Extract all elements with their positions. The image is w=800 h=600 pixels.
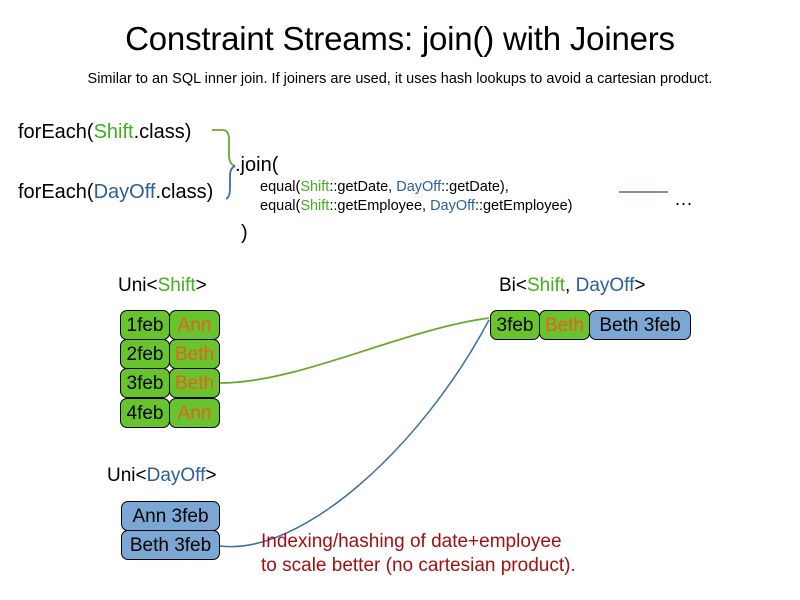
shift-fact-date: 3feb xyxy=(120,368,170,398)
wire-shift-fact-to-bi xyxy=(219,317,490,384)
code-foreach-dayoff: forEach(DayOff.class) xyxy=(18,180,213,204)
code-foreach-shift: forEach(Shift.class) xyxy=(18,120,191,144)
uni-dayoff-type: DayOff xyxy=(146,465,206,486)
dayoff-fact: Ann 3feb xyxy=(121,501,220,531)
shift-fact-employee: Beth xyxy=(169,339,220,369)
uni-shift-prefix: Uni< xyxy=(118,275,158,296)
foreach-dayoff-suffix: .class) xyxy=(155,181,214,203)
equal-employee-left-type: Shift xyxy=(300,198,330,214)
uni-dayoff-suffix: > xyxy=(205,465,217,486)
uni-dayoff-prefix: Uni< xyxy=(107,465,147,486)
equal-date-right-method: ::getDate), xyxy=(441,179,509,195)
foreach-dayoff-type: DayOff xyxy=(93,181,156,203)
label-uni-dayoff: Uni<DayOff> xyxy=(107,464,217,487)
bi-fact-dayoff: Beth 3feb xyxy=(589,310,691,340)
equal-date-right-type: DayOff xyxy=(396,179,442,195)
uni-shift-type: Shift xyxy=(157,275,196,296)
annotation-note: Indexing/hashing of date+employee to sca… xyxy=(261,530,576,578)
shift-fact-employee: Beth xyxy=(169,368,220,398)
label-uni-shift: Uni<Shift> xyxy=(118,274,207,297)
uni-shift-suffix: > xyxy=(195,275,207,296)
code-equal-employee: equal(Shift::getEmployee, DayOff::getEmp… xyxy=(260,197,572,216)
foreach-shift-suffix: .class) xyxy=(133,121,192,143)
bi-prefix: Bi< xyxy=(499,275,527,296)
foreach-dayoff-prefix: forEach( xyxy=(18,181,94,203)
wire-dayoff-to-join xyxy=(225,165,236,200)
bi-type-b: DayOff xyxy=(575,275,635,296)
shift-fact-date: 4feb xyxy=(120,398,170,428)
equal-employee-prefix: equal( xyxy=(260,198,301,214)
equal-date-left-method: ::getDate, xyxy=(329,179,397,195)
dayoff-fact: Beth 3feb xyxy=(121,530,220,560)
shift-fact-employee: Ann xyxy=(169,310,220,340)
page-subtitle: Similar to an SQL inner join. If joiners… xyxy=(87,71,713,87)
wire-dayoff-fact-to-bi xyxy=(219,319,490,548)
bi-type-a: Shift xyxy=(527,275,566,296)
foreach-shift-prefix: forEach( xyxy=(18,121,94,143)
equal-employee-right-type: DayOff xyxy=(430,198,475,214)
wire-shift-to-join xyxy=(212,129,236,167)
foreach-shift-type: Shift xyxy=(93,121,134,143)
code-equal-date: equal(Shift::getDate, DayOff::getDate), xyxy=(260,178,509,197)
page-title: Constraint Streams: join() with Joiners xyxy=(125,20,675,57)
shift-fact-employee: Ann xyxy=(169,398,220,428)
code-join-close: ) xyxy=(241,222,248,244)
shift-fact-date: 2feb xyxy=(120,339,170,369)
label-bi-stream: Bi<Shift, DayOff> xyxy=(499,274,645,297)
bi-suffix: > xyxy=(634,275,646,296)
annotation-line-1: Indexing/hashing of date+employee xyxy=(261,531,562,552)
bi-separator: , xyxy=(565,275,576,296)
code-join-open: .join( xyxy=(235,154,279,176)
equal-employee-left-method: ::getEmployee, xyxy=(329,198,431,214)
equal-employee-right-method: ::getEmployee) xyxy=(474,198,573,214)
equal-date-left-type: Shift xyxy=(300,179,330,195)
equal-date-prefix: equal( xyxy=(260,179,301,195)
bi-fact-employee: Beth xyxy=(539,310,590,340)
bi-fact-date: 3feb xyxy=(490,310,540,340)
annotation-line-2: to scale better (no cartesian product). xyxy=(261,555,576,576)
continuation-ellipsis: … xyxy=(674,189,693,210)
shift-fact-date: 1feb xyxy=(120,310,170,340)
